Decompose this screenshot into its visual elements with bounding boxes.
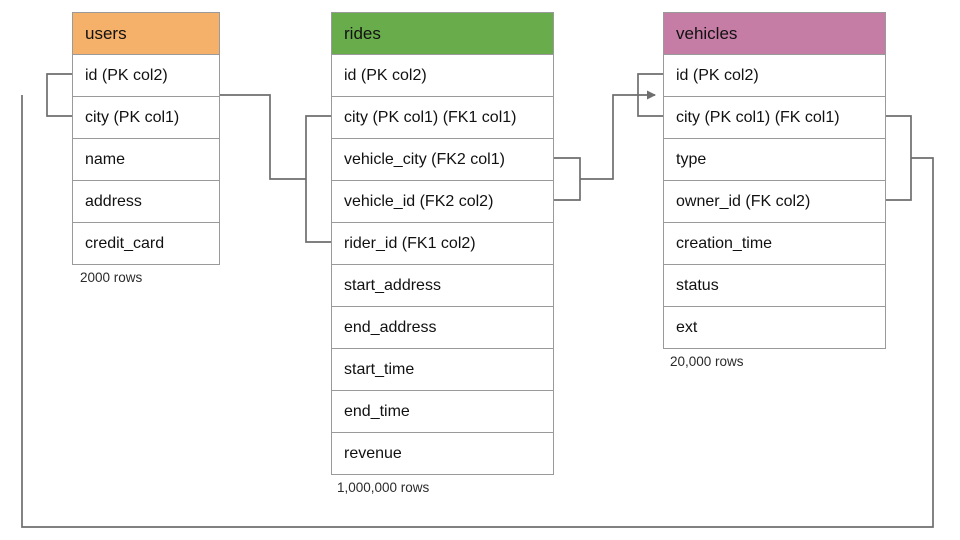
edge-rides-fk1-source-bracket [305, 115, 331, 243]
table-vehicles[interactable]: vehicles id (PK col2) city (PK col1) (FK… [663, 12, 886, 349]
table-users-column-id[interactable]: id (PK col2) [73, 55, 219, 97]
table-rides-column-end-address[interactable]: end_address [332, 307, 553, 349]
table-users[interactable]: users id (PK col2) city (PK col1) name a… [72, 12, 220, 265]
table-vehicles-column-creation-time[interactable]: creation_time [664, 223, 885, 265]
table-vehicles-column-owner-id[interactable]: owner_id (FK col2) [664, 181, 885, 223]
table-vehicles-column-city[interactable]: city (PK col1) (FK col1) [664, 97, 885, 139]
table-users-row-count: 2000 rows [80, 270, 143, 285]
table-vehicles-row-count: 20,000 rows [670, 354, 744, 369]
edge-users-target-bracket [46, 73, 72, 117]
table-rides-column-revenue[interactable]: revenue [332, 433, 553, 475]
table-vehicles-header: vehicles [664, 13, 885, 55]
table-vehicles-column-id[interactable]: id (PK col2) [664, 55, 885, 97]
table-users-column-city[interactable]: city (PK col1) [73, 97, 219, 139]
table-rides[interactable]: rides id (PK col2) city (PK col1) (FK1 c… [331, 12, 554, 475]
edge-rides-fk2-to-vehicles [580, 90, 656, 180]
table-rides-column-start-address[interactable]: start_address [332, 265, 553, 307]
edge-vehicles-fk-source-bracket [886, 115, 912, 201]
table-rides-column-end-time[interactable]: end_time [332, 391, 553, 433]
table-rides-header: rides [332, 13, 553, 55]
table-users-column-credit-card[interactable]: credit_card [73, 223, 219, 265]
edge-rides-fk2-source-bracket [554, 157, 581, 201]
table-rides-column-start-time[interactable]: start_time [332, 349, 553, 391]
table-users-header: users [73, 13, 219, 55]
table-vehicles-column-type[interactable]: type [664, 139, 885, 181]
table-rides-column-vehicle-id[interactable]: vehicle_id (FK2 col2) [332, 181, 553, 223]
table-rides-column-city[interactable]: city (PK col1) (FK1 col1) [332, 97, 553, 139]
edge-vehicles-target-bracket [637, 73, 663, 117]
table-users-column-address[interactable]: address [73, 181, 219, 223]
table-users-column-name[interactable]: name [73, 139, 219, 181]
table-vehicles-column-ext[interactable]: ext [664, 307, 885, 349]
table-vehicles-column-status[interactable]: status [664, 265, 885, 307]
table-rides-column-vehicle-city[interactable]: vehicle_city (FK2 col1) [332, 139, 553, 181]
table-rides-column-rider-id[interactable]: rider_id (FK1 col2) [332, 223, 553, 265]
table-rides-row-count: 1,000,000 rows [337, 480, 430, 495]
table-rides-column-id[interactable]: id (PK col2) [332, 55, 553, 97]
